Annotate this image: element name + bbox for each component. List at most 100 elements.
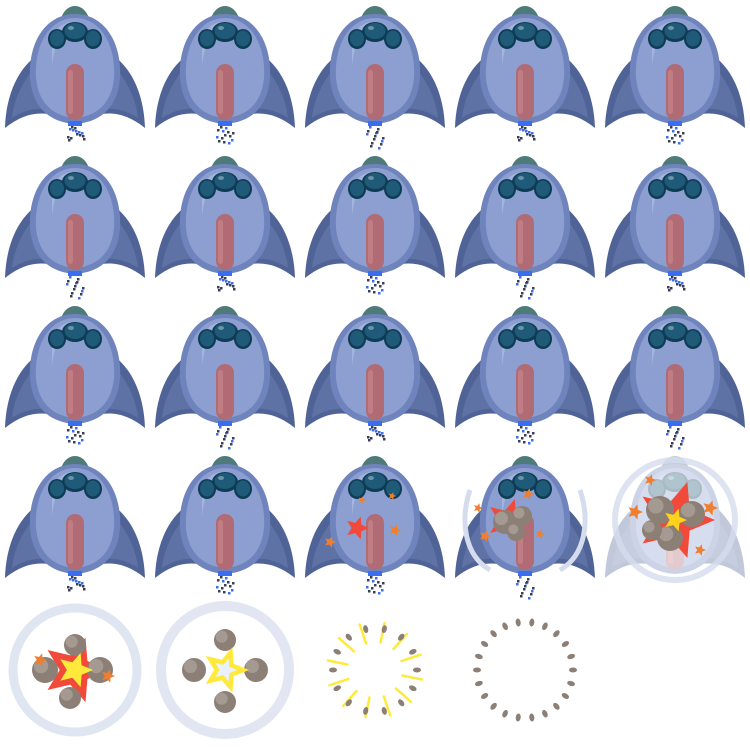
exhaust-particle — [82, 585, 85, 588]
exhaust-particle — [667, 430, 670, 433]
exhaust-particle — [529, 134, 532, 137]
exhaust-particle — [672, 130, 675, 133]
exhaust-particle — [373, 138, 376, 141]
right-window — [536, 180, 550, 197]
exhaust-core — [518, 121, 532, 126]
sprite-frame — [450, 0, 600, 150]
exhaust-particle — [218, 140, 221, 143]
exhaust-particle — [221, 442, 224, 445]
window-glint — [518, 26, 524, 30]
exhaust-particle — [525, 427, 528, 430]
exhaust-core — [668, 271, 682, 276]
left-window — [200, 30, 214, 47]
exhaust-particle — [519, 276, 522, 279]
sprite-frame — [600, 600, 750, 750]
stripe-highlight — [218, 370, 223, 414]
spaceship — [455, 306, 595, 428]
exhaust-particle — [521, 292, 524, 295]
debris-fragment — [398, 699, 405, 707]
spaceship — [455, 156, 595, 278]
exhaust-particle — [228, 281, 231, 284]
exhaust-particle — [79, 435, 82, 438]
exhaust-particle — [523, 588, 526, 591]
exhaust-particle — [231, 282, 234, 285]
sprite-frame-art — [305, 156, 445, 295]
window-glint — [368, 26, 374, 30]
exhaust-particle — [531, 132, 534, 135]
exhaust-particle — [367, 436, 370, 439]
smoke-highlight — [88, 658, 104, 674]
exhaust-particle — [670, 126, 673, 129]
left-window — [350, 480, 364, 497]
spaceship — [155, 156, 295, 278]
exhaust-particle — [376, 131, 379, 134]
fire-burst — [34, 653, 47, 667]
exhaust-particle — [368, 290, 371, 293]
flash-ray — [328, 677, 350, 687]
exhaust-particle — [527, 431, 530, 434]
debris-fragment — [363, 625, 369, 634]
exhaust-core — [68, 271, 82, 276]
engine-exhaust — [666, 421, 685, 450]
sprite-frame-art — [155, 156, 295, 292]
exhaust-particle — [74, 127, 77, 130]
exhaust-particle — [70, 426, 73, 429]
spaceship — [5, 306, 145, 428]
sprite-frame — [300, 450, 450, 600]
debris-fragment — [529, 713, 535, 722]
sprite-frame-art — [455, 306, 595, 445]
cockpit-window — [664, 473, 686, 489]
cockpit-window — [64, 173, 86, 189]
debris-fragment — [480, 692, 489, 700]
exhaust-particle — [229, 284, 232, 287]
engine-exhaust — [367, 421, 386, 442]
exhaust-particle — [670, 445, 673, 448]
exhaust-particle — [522, 430, 525, 433]
exhaust-particle — [72, 430, 75, 433]
debris-fragment — [329, 667, 337, 673]
shockwave-ring — [612, 457, 738, 583]
exhaust-core — [68, 121, 82, 126]
sprite-frame-art — [155, 6, 295, 145]
sprite-frame-art — [600, 600, 750, 750]
right-window — [236, 30, 250, 47]
sprite-frame-art — [605, 156, 745, 292]
debris-fragment — [542, 709, 548, 718]
cockpit-window — [214, 323, 236, 339]
exhaust-particle — [81, 582, 84, 585]
window-glint — [368, 176, 374, 180]
engine-exhaust — [216, 421, 235, 450]
exhaust-particle — [377, 581, 380, 584]
exhaust-particle — [523, 288, 526, 291]
exhaust-particle — [223, 591, 226, 594]
exhaust-particle — [528, 597, 531, 600]
right-window — [536, 30, 550, 47]
exhaust-particle — [680, 443, 683, 446]
spaceship — [605, 306, 745, 428]
right-window — [536, 330, 550, 347]
exhaust-particle — [74, 434, 77, 437]
exhaust-particle — [677, 428, 680, 431]
exhaust-particle — [671, 137, 674, 140]
shockwave-arc — [462, 489, 492, 573]
sprite-frame — [300, 300, 450, 450]
exhaust-particle — [69, 578, 72, 581]
exhaust-core — [68, 421, 82, 426]
smoke-highlight — [245, 659, 259, 673]
exhaust-particle — [369, 428, 372, 431]
sprite-frame-art — [5, 6, 145, 142]
sprite-frame — [0, 0, 150, 150]
smoke-highlight — [65, 635, 78, 648]
exhaust-particle — [520, 426, 523, 429]
exhaust-particle — [82, 287, 85, 290]
exhaust-core — [518, 271, 532, 276]
sprite-frame-art — [455, 6, 595, 142]
exhaust-particle — [226, 431, 229, 434]
exhaust-particle — [526, 581, 529, 584]
fire-burst — [358, 496, 366, 504]
exhaust-particle — [530, 293, 533, 296]
left-wing — [605, 502, 652, 578]
flash-ray — [392, 632, 409, 651]
sprite-frame — [150, 450, 300, 600]
